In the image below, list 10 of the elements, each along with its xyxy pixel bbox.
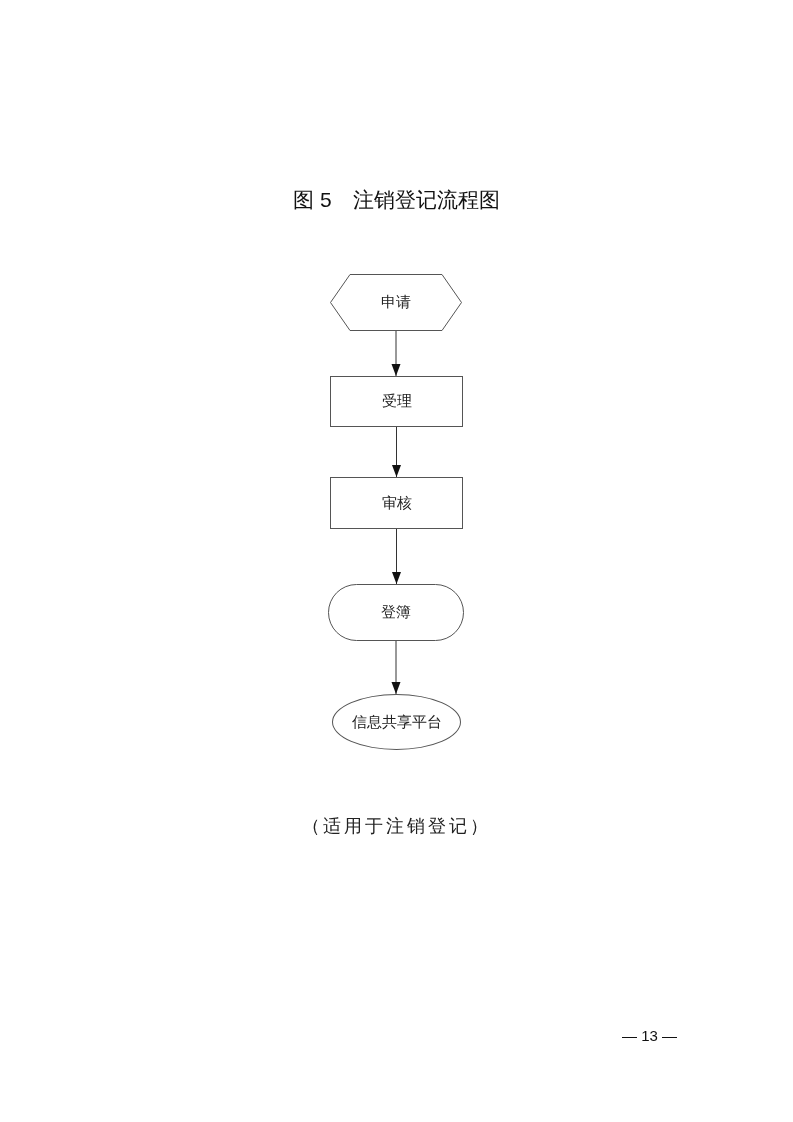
arrow [391, 640, 401, 695]
hexagon-node: 申请 [330, 274, 462, 331]
process-box: 审核 [330, 477, 463, 529]
title: 图 5 注销登记流程图 [292, 187, 501, 213]
arrow [391, 330, 401, 377]
caption: （适用于注销登记） [301, 815, 492, 838]
arrow [392, 528, 401, 585]
arrow [392, 426, 401, 478]
page-number: — 13 — [622, 1027, 678, 1044]
process-box: 受理 [330, 376, 463, 427]
